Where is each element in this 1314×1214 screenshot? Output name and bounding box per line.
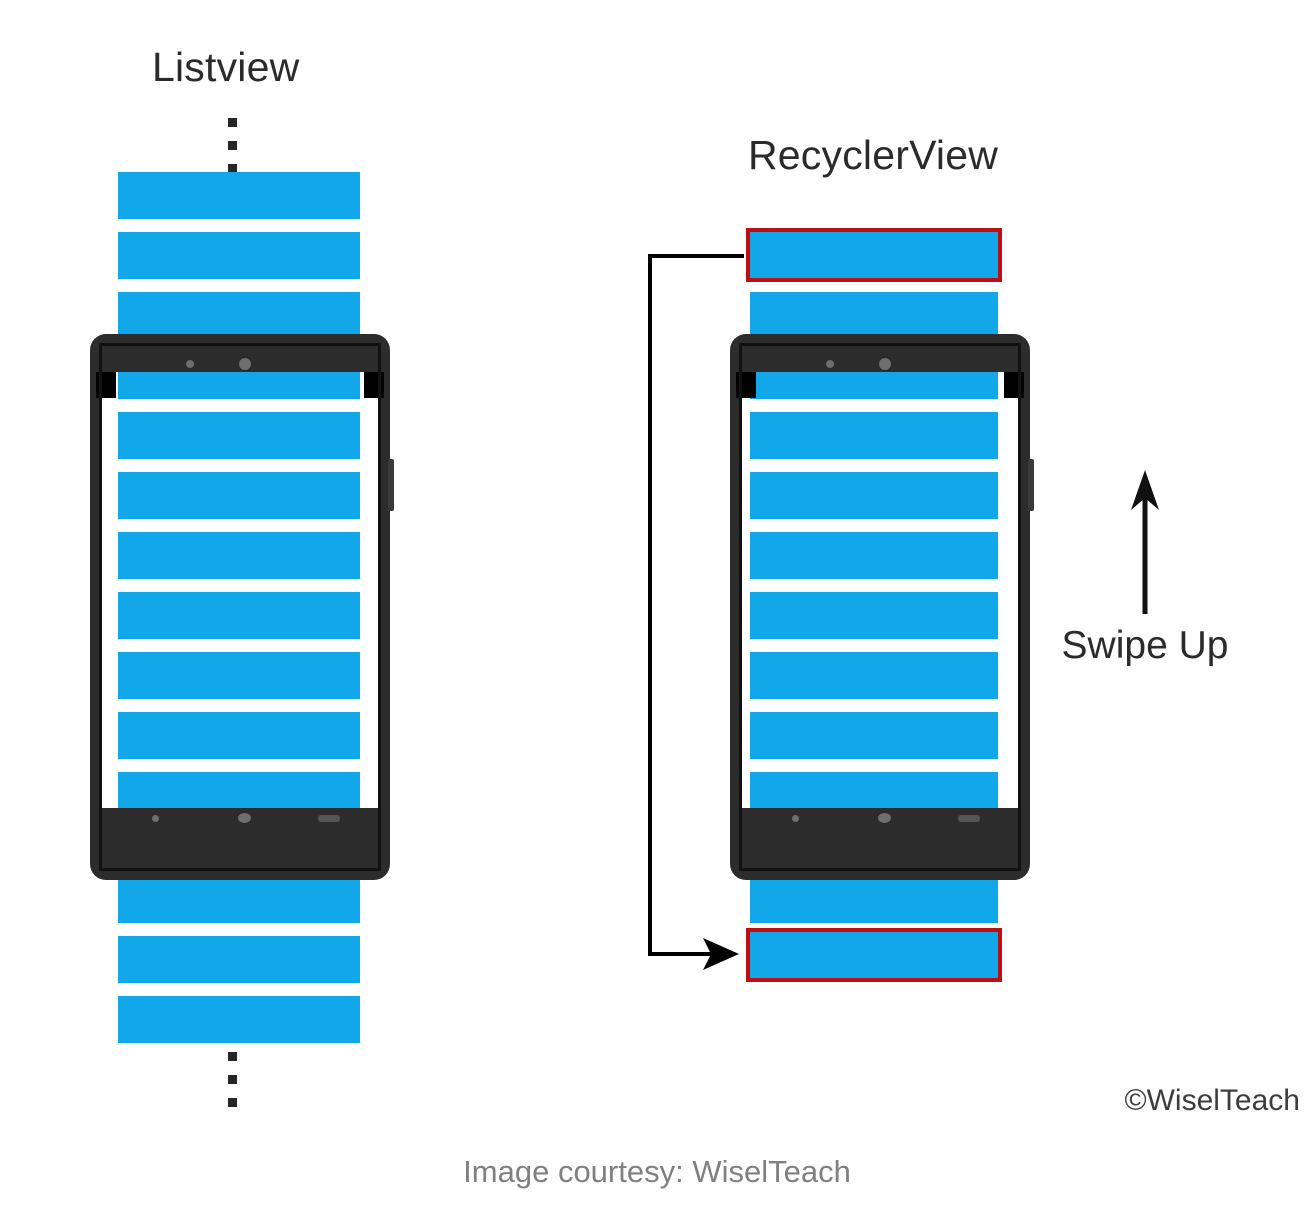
recycled-list-item-bottom[interactable]: [746, 928, 1002, 982]
list-item[interactable]: [118, 472, 360, 519]
list-item[interactable]: [750, 412, 998, 459]
ellipsis-top-listview: [228, 118, 237, 173]
swipe-up-annotation: Swipe Up: [1055, 466, 1235, 668]
ellipsis-dot: [228, 1052, 237, 1061]
ellipsis-dot: [228, 141, 237, 150]
swipe-up-label: Swipe Up: [1061, 624, 1229, 667]
list-item[interactable]: [118, 592, 360, 639]
figure-caption: Image courtesy: WiselTeach: [463, 1154, 851, 1189]
ellipsis-dot: [228, 164, 237, 173]
list-item[interactable]: [118, 532, 360, 579]
list-item[interactable]: [118, 996, 360, 1043]
ellipsis-dot: [228, 1075, 237, 1084]
watermark-text: ©WiselTeach: [1124, 1084, 1301, 1117]
ellipsis-dot: [228, 1098, 237, 1107]
list-item[interactable]: [750, 532, 998, 579]
list-item[interactable]: [118, 292, 360, 339]
list-item[interactable]: [750, 592, 998, 639]
list-item[interactable]: [118, 652, 360, 699]
list-item[interactable]: [750, 652, 998, 699]
list-item[interactable]: [118, 936, 360, 983]
page-title-listview: Listview: [152, 44, 300, 90]
ellipsis-bottom-listview: [228, 1052, 237, 1107]
list-item[interactable]: [118, 876, 360, 923]
list-item[interactable]: [118, 172, 360, 219]
list-item[interactable]: [118, 712, 360, 759]
ellipsis-dot: [228, 118, 237, 127]
list-item[interactable]: [750, 472, 998, 519]
arrow-up-icon: [1131, 470, 1159, 614]
page-title-recyclerview: RecyclerView: [748, 132, 999, 178]
recycled-list-item-top[interactable]: [746, 228, 1002, 282]
list-item[interactable]: [118, 412, 360, 459]
list-item[interactable]: [118, 232, 360, 279]
list-item[interactable]: [750, 712, 998, 759]
list-item[interactable]: [750, 292, 998, 339]
list-item[interactable]: [750, 876, 998, 923]
